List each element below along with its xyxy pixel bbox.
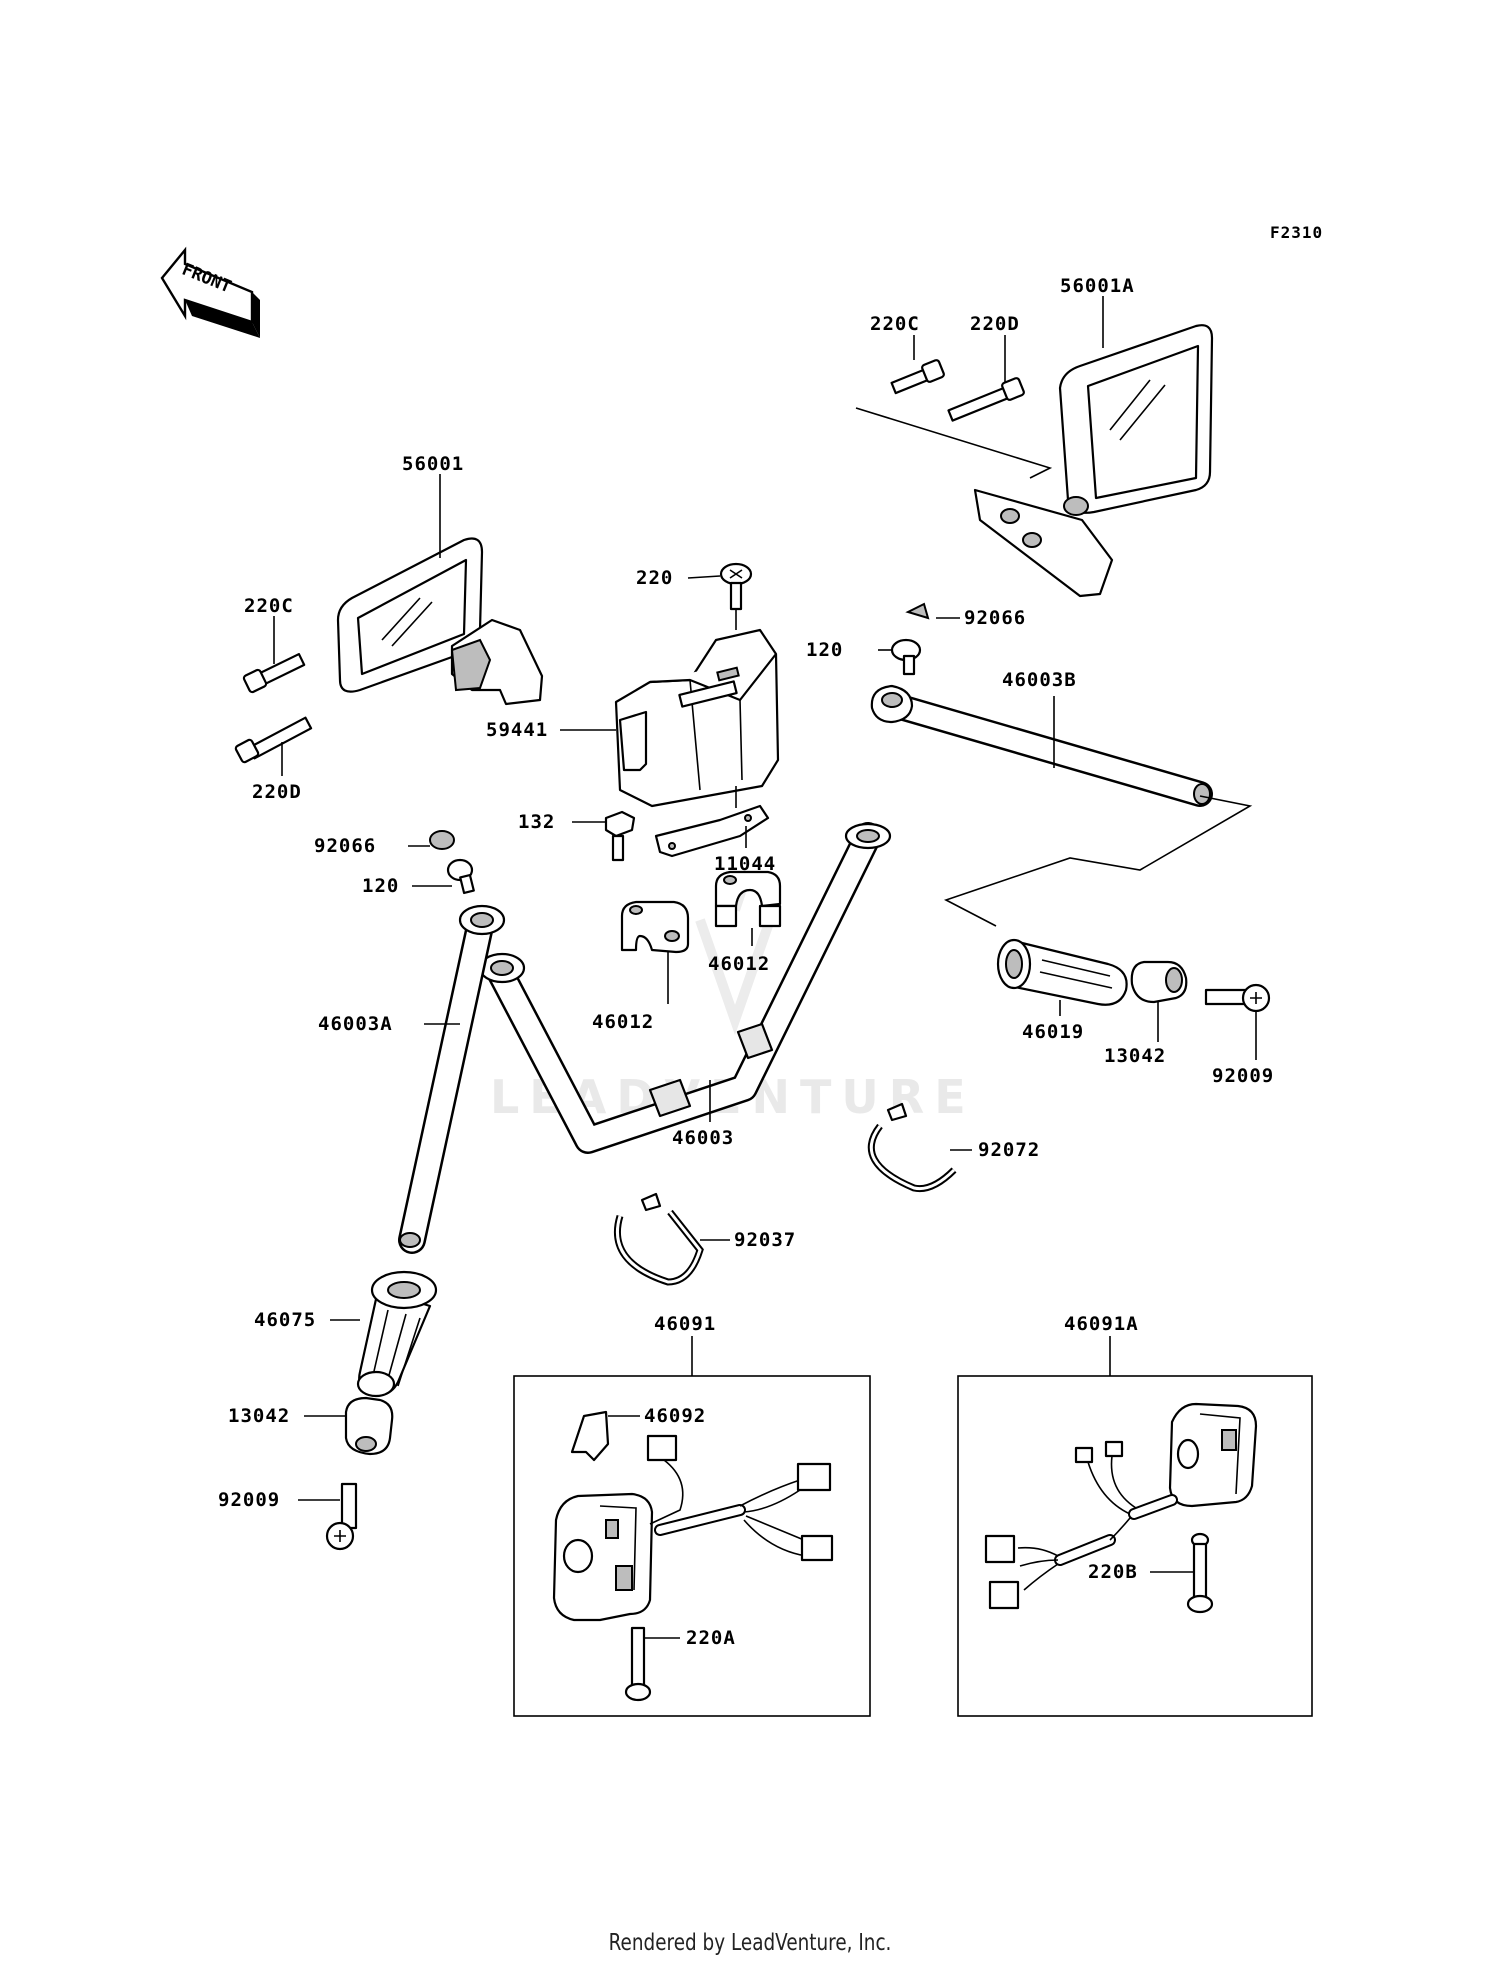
bracket-plate [654,804,770,858]
bolt-220c-left [242,652,306,694]
label-46003B: 46003B [1002,669,1077,691]
label-220D-top: 220D [970,313,1020,335]
screw-220a [624,1626,652,1702]
label-59441: 59441 [486,719,548,741]
label-92037: 92037 [734,1229,796,1251]
label-220C-top: 220C [870,313,920,335]
switch-housing-left [552,1492,654,1622]
label-56001A: 56001A [1060,275,1135,297]
bolt-92009-right [1204,983,1271,1013]
label-46012-right: 46012 [708,953,770,975]
wire-harness-right [984,1440,1178,1610]
diagram-code: F2310 [1270,223,1323,242]
label-120-top: 120 [806,639,843,661]
label-220C-left: 220C [244,595,294,617]
grip-right [996,938,1128,1006]
label-56001: 56001 [402,453,464,475]
bolt-220d-top [947,377,1025,422]
label-46003A: 46003A [318,1013,393,1035]
label-92009-right: 92009 [1212,1065,1274,1087]
handlebar-right-section [870,684,1213,807]
label-92009-left: 92009 [218,1489,280,1511]
cap-92066-left [429,830,455,850]
switch-box-right [957,1375,1313,1717]
part-labels: 56001A 220C 220D 56001 220 92066 120 460… [218,275,1274,1649]
bolt-220c-top [890,359,945,395]
mirror-left [336,537,544,706]
holder-clamp-right [714,870,782,928]
switch-housing-right [1168,1402,1258,1508]
connector-46092 [570,1410,610,1462]
label-220: 220 [636,567,673,589]
label-11044: 11044 [714,853,776,875]
label-220B: 220B [1088,1561,1138,1583]
label-13042-right: 13042 [1104,1045,1166,1067]
label-220A: 220A [686,1627,736,1649]
label-132: 132 [518,811,555,833]
grip-left [356,1270,438,1398]
mirror-right [973,324,1214,598]
label-92066-top: 92066 [964,607,1026,629]
bolt-120-left [446,858,475,895]
wire-band-92037 [613,1192,704,1286]
holder-clamp-left [620,900,690,954]
handlebar-left-section [398,904,506,1254]
leader-lines [273,296,1257,1639]
label-46091A: 46091A [1064,1313,1139,1335]
label-46092: 46092 [644,1405,706,1427]
front-arrow-icon: FRONT [160,246,260,338]
bolt-220d-left [234,716,313,764]
label-92072: 92072 [978,1139,1040,1161]
label-46012-left: 46012 [592,1011,654,1033]
footer-credit: Rendered by LeadVenture, Inc. [608,1930,892,1956]
label-13042-left: 13042 [228,1405,290,1427]
label-92066-left: 92066 [314,835,376,857]
bolt-92009-left [325,1482,358,1551]
label-46019: 46019 [1022,1021,1084,1043]
bolt-120-top [890,638,922,676]
bolt-132 [604,810,636,862]
label-120-left: 120 [362,875,399,897]
label-220D-left: 220D [252,781,302,803]
grip-end-left [344,1396,394,1456]
wire-band-92072 [867,1102,957,1193]
label-46003: 46003 [672,1127,734,1149]
screw-220 [719,562,753,611]
label-46091: 46091 [654,1313,716,1335]
grip-end-right [1130,960,1188,1004]
wire-harness-left [646,1434,834,1562]
meter-cover [614,628,780,808]
label-46075: 46075 [254,1309,316,1331]
cap-92066-top [905,602,930,620]
handlebar [478,822,892,1154]
screw-220b [1186,1532,1214,1614]
